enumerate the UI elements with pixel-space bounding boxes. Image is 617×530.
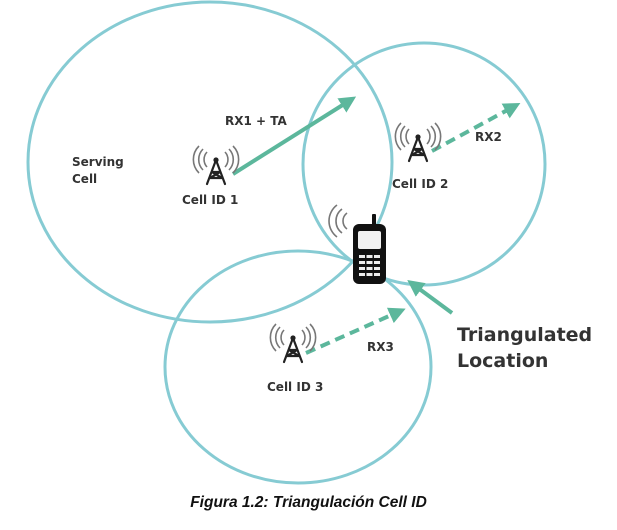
cell-tower-icon xyxy=(192,144,240,186)
serving-cell-label-line2: Cell xyxy=(72,172,97,186)
cell3-label: Cell ID 3 xyxy=(267,380,323,394)
rx1-arrow xyxy=(231,96,357,176)
cell2-label: Cell ID 2 xyxy=(392,177,448,191)
rx3-label: RX3 xyxy=(367,340,394,354)
mobile-phone-icon xyxy=(328,204,386,284)
location-label-line1: Triangulated xyxy=(457,324,592,346)
figure-caption: Figura 1.2: Triangulación Cell ID xyxy=(190,494,427,511)
rx3-arrow xyxy=(305,307,406,355)
cell-tower-icon xyxy=(394,121,442,163)
serving-cell-label-line1: Serving xyxy=(72,155,124,169)
rx2-label: RX2 xyxy=(475,130,502,144)
cell2-circle xyxy=(301,41,547,287)
location-label-line2: Location xyxy=(457,350,548,372)
cell-tower-icon xyxy=(269,322,317,364)
cell1-label: Cell ID 1 xyxy=(182,193,238,207)
location-arrow xyxy=(407,280,454,315)
rx1-label: RX1 + TA xyxy=(225,114,288,128)
rx2-arrow xyxy=(431,102,521,153)
cell3-circle xyxy=(163,249,433,485)
serving-cell-circle xyxy=(26,0,394,324)
